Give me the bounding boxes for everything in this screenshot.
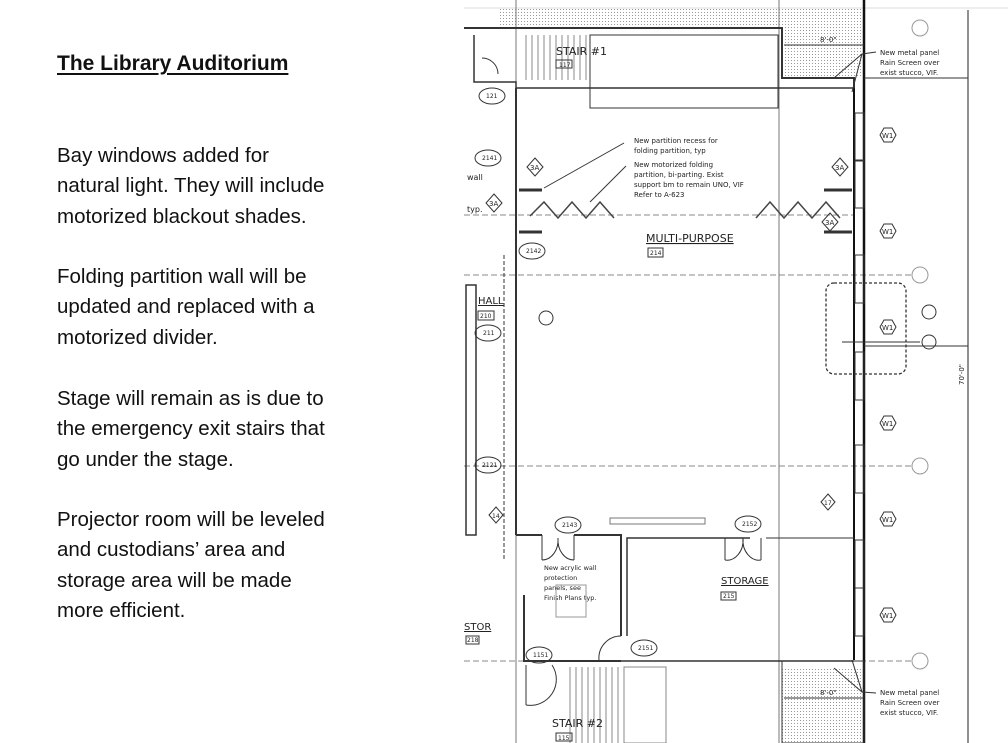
detail-tag-3a: 3A <box>485 193 503 213</box>
wall <box>464 27 855 88</box>
door-swing <box>525 664 557 706</box>
room-number: 215 <box>723 593 735 600</box>
text-line: storage area will be made <box>57 568 292 592</box>
room-number: 117 <box>559 62 571 69</box>
hall-wall <box>465 284 477 536</box>
svg-text:2121: 2121 <box>482 462 497 469</box>
room-number: 214 <box>650 250 662 257</box>
door-swing <box>598 635 622 661</box>
svg-text:W1: W1 <box>882 516 893 524</box>
hatched-area <box>782 26 864 78</box>
room-label-storage: STORAGE <box>721 576 769 587</box>
room-label-stair-1: STAIR #1 <box>556 45 607 58</box>
hatched-area <box>782 668 864 743</box>
text-line: the emergency exit stairs that <box>57 417 325 441</box>
svg-text:17: 17 <box>824 500 832 507</box>
door-swing <box>724 537 762 561</box>
svg-text:211: 211 <box>483 330 495 337</box>
dimension-top: 8'-0" <box>820 36 837 44</box>
svg-text:2152: 2152 <box>742 521 757 528</box>
text-line: and custodians’ area and <box>57 538 286 562</box>
svg-text:3A: 3A <box>489 200 498 208</box>
text-line: Projector room will be leveled <box>57 508 325 531</box>
svg-text:3A: 3A <box>835 164 844 172</box>
hatched-area <box>500 8 864 26</box>
note-acrylic-panels: New acrylic wall protection panels, see … <box>544 564 599 602</box>
svg-text:2142: 2142 <box>526 248 541 255</box>
svg-text:W1: W1 <box>882 420 893 428</box>
dimension-side: 70'-0" <box>958 364 966 385</box>
svg-text:W1: W1 <box>882 228 893 236</box>
stage-paragraph: Stage will remain as is due to the emerg… <box>57 384 325 475</box>
note-motorized-partition: New motorized folding partition, bi-part… <box>634 161 746 199</box>
door-swing <box>541 535 575 561</box>
room-label-multipurpose: MULTI-PURPOSE <box>646 232 734 245</box>
text-line: Stage will remain as is due to <box>57 387 324 410</box>
folding-partition-left <box>529 200 615 220</box>
svg-text:3A: 3A <box>530 164 539 172</box>
floor-plan-drawing: STAIR #1 117 New partition recess for fo… <box>464 0 1008 743</box>
svg-text:2141: 2141 <box>482 155 497 162</box>
svg-text:W1: W1 <box>882 612 893 620</box>
note-rainscreen-top: New metal panel Rain Screen over exist s… <box>880 49 942 77</box>
text-line: motorized divider. <box>57 325 218 349</box>
text-line: Bay windows added for <box>57 144 269 167</box>
door-swing <box>481 57 499 75</box>
room-number: 210 <box>480 313 492 320</box>
folding-partition-right <box>755 200 841 220</box>
door-tags: 121 2141 2142 211 2121 2143 2152 2151 11… <box>474 87 762 664</box>
grid-bubbles <box>911 19 929 670</box>
window-tags: W1 W1 W1 W1 W1 W1 <box>879 127 897 623</box>
stage-opening <box>589 34 779 109</box>
grid-lines <box>464 214 912 662</box>
text-line: more efficient. <box>57 598 186 622</box>
bay-windows <box>854 112 865 637</box>
tag-14: 14 <box>488 506 504 524</box>
text-line: motorized blackout shades. <box>57 204 307 228</box>
room-number: 218 <box>467 637 479 644</box>
detail-tag-3a: 3A <box>526 157 544 177</box>
svg-text:14: 14 <box>492 513 500 520</box>
tag-17: 17 <box>820 493 836 511</box>
svg-text:W1: W1 <box>882 324 893 332</box>
note-typ: typ. <box>467 205 483 214</box>
note-wall: wall <box>467 173 483 182</box>
svg-text:3A: 3A <box>825 219 834 227</box>
svg-text:2151: 2151 <box>638 645 653 652</box>
text-line: updated and replaced with a <box>57 295 315 319</box>
note-rainscreen-bottom: New metal panel Rain Screen over exist s… <box>880 689 942 717</box>
dimension-bottom: 8'-0" <box>820 689 837 697</box>
text-line: go under the stage. <box>57 447 234 471</box>
detail-tag-3a: 3A <box>821 212 839 232</box>
text-line: Folding partition wall will be <box>57 265 307 288</box>
text-line: natural light. They will include <box>57 174 325 198</box>
svg-text:2143: 2143 <box>562 522 577 529</box>
bay-windows-paragraph: Bay windows added for natural light. The… <box>57 141 324 232</box>
svg-text:W1: W1 <box>882 132 893 140</box>
bay-window-outline <box>825 282 907 375</box>
partition-paragraph: Folding partition wall will be updated a… <box>57 262 315 353</box>
room-number: 115 <box>558 735 570 742</box>
stair-1-treads <box>525 35 587 80</box>
projector-paragraph: Projector room will be leveled and custo… <box>57 505 325 626</box>
slide-title: The Library Auditorium <box>57 52 289 75</box>
note-partition-recess: New partition recess for folding partiti… <box>634 137 720 155</box>
room-label-stair-2: STAIR #2 <box>552 717 603 730</box>
svg-text:121: 121 <box>486 93 498 100</box>
svg-text:1151: 1151 <box>533 652 548 659</box>
room-label-stor: STOR <box>464 622 491 633</box>
stair-2-treads <box>569 666 667 743</box>
detail-tag-3a: 3A <box>831 157 849 177</box>
room-label-hall: HALL <box>478 296 504 307</box>
